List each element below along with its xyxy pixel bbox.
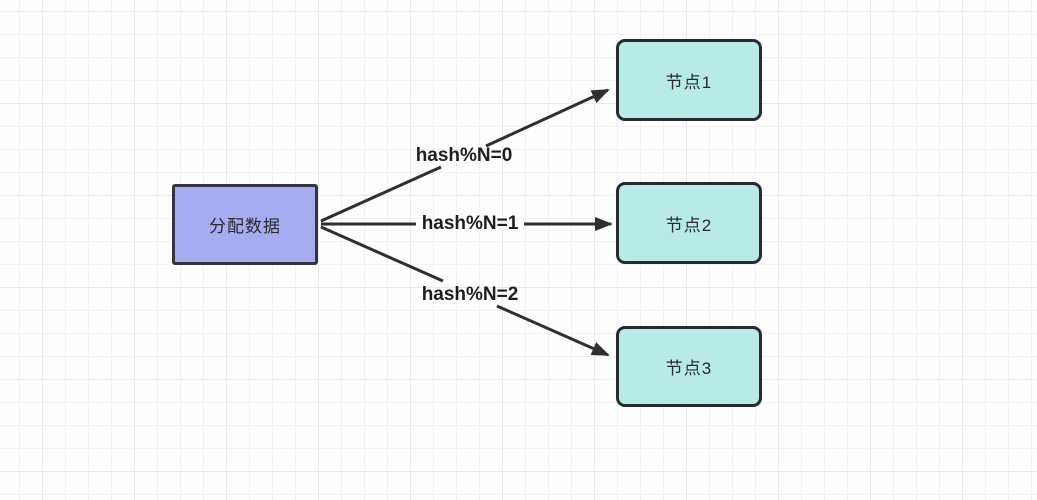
node-3: 节点3 <box>616 326 762 407</box>
edge-label-hash1: hash%N=1 <box>421 213 519 234</box>
source-node-label: 分配数据 <box>209 217 281 236</box>
edge-hash0-segment-b <box>485 88 610 148</box>
node-1-label: 节点1 <box>665 72 713 92</box>
node-2: 节点2 <box>616 182 762 264</box>
edge-hash2-segment-a <box>320 225 444 283</box>
node-2-label: 节点2 <box>665 215 713 235</box>
edge-label-hash0: hash%N=0 <box>415 145 513 166</box>
edge-label-hash2: hash%N=2 <box>421 284 519 305</box>
source-node: 分配数据 <box>172 184 318 265</box>
node-1: 节点1 <box>616 39 762 121</box>
node-3-label: 节点3 <box>665 359 713 378</box>
edge-hash0-segment-a <box>320 165 442 223</box>
edge-hash2-segment-b <box>496 304 610 357</box>
